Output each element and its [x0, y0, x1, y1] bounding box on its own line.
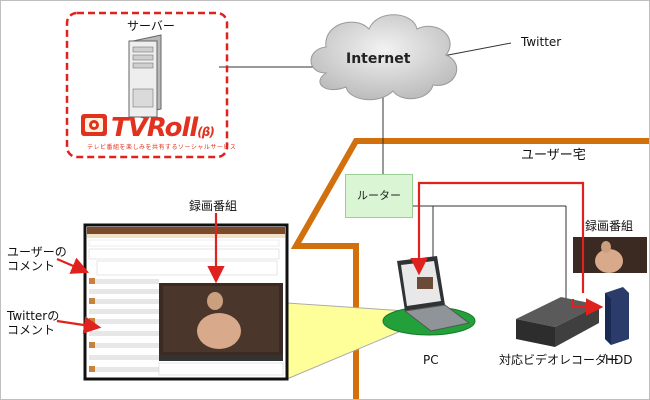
user-comment-label: ユーザーの コメント [7, 245, 67, 273]
network-lines [219, 42, 567, 313]
house-outline [290, 138, 649, 399]
recorded-program-right-label: 録画番組 [585, 219, 634, 233]
hdd-label: HDD [605, 353, 633, 367]
twitter-comment-label: Twitterの コメント [7, 309, 60, 337]
recorded-program-label: 録画番組 [189, 199, 238, 213]
tvroll-logo-icon [81, 114, 107, 136]
pc-laptop-icon [382, 256, 476, 336]
tvroll-logo-badge: (β) [197, 125, 215, 139]
tvroll-screenshot [83, 223, 289, 381]
twitter-label: Twitter [521, 35, 562, 49]
server-box [65, 11, 229, 159]
tvroll-tagline: テレビ番組を楽しみを共有するソーシャルサービス [87, 144, 237, 151]
hdd-icon [605, 287, 629, 345]
recorded-program-thumbnail [573, 237, 647, 273]
tvroll-logo-text: TVRoll [111, 113, 198, 143]
server-label: サーバー [127, 19, 175, 33]
recorder-label: 対応ビデオレコーダー [499, 353, 620, 367]
tvroll-logo: TVRoll(β) [111, 113, 215, 143]
internet-label: Internet [346, 51, 411, 67]
router-box: ルーター [345, 174, 413, 218]
internet-cloud [310, 14, 458, 101]
pc-label: PC [423, 353, 439, 367]
flow-arrows [56, 181, 604, 334]
server-icon [128, 34, 162, 120]
user-home-label: ユーザー宅 [521, 148, 586, 163]
video-recorder-icon [516, 297, 599, 347]
